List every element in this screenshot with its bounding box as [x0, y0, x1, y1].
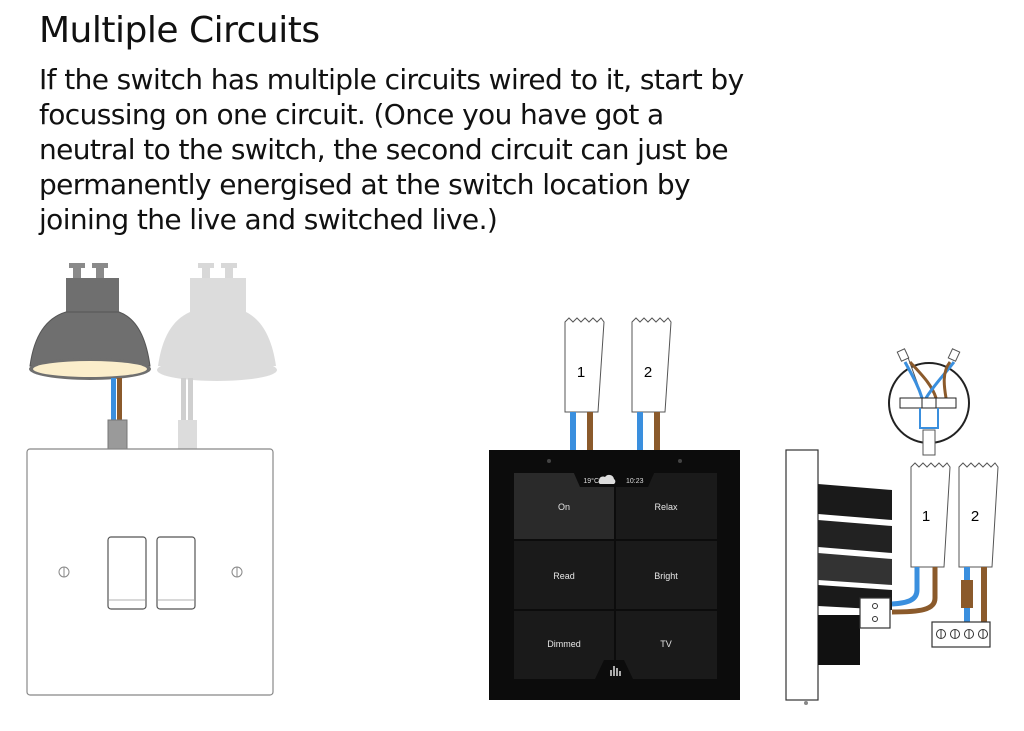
switch-side-view	[785, 449, 892, 705]
scene-button-tv[interactable]	[616, 611, 717, 679]
cable-2-label-side: 2	[971, 508, 979, 525]
bulb-unlit-icon	[157, 263, 277, 450]
body-text: If the switch has multiple circuits wire…	[39, 63, 744, 236]
cable-2-label-top: 2	[644, 364, 652, 381]
scene-label-tv: TV	[660, 639, 672, 649]
ceiling-rose-icon	[888, 348, 970, 456]
cable-2-top	[631, 317, 672, 452]
status-temperature: 19°C	[583, 477, 599, 485]
bulb-lit-icon	[29, 263, 151, 451]
page-title: Multiple Circuits	[39, 10, 320, 51]
scene-label-bright: Bright	[654, 571, 678, 581]
cable-1-top	[564, 317, 605, 452]
cable-1-side	[891, 462, 951, 615]
scene-label-on: On	[558, 502, 570, 512]
scene-button-dimmed[interactable]	[514, 611, 614, 679]
scene-button-bright[interactable]	[616, 541, 717, 609]
scene-label-dimmed: Dimmed	[547, 639, 581, 649]
smart-switch	[489, 450, 740, 700]
scene-button-read[interactable]	[514, 541, 614, 609]
scene-label-read: Read	[553, 571, 575, 581]
cable-2-side	[931, 462, 999, 648]
cable-1-label-side: 1	[922, 508, 930, 525]
scene-label-relax: Relax	[654, 502, 678, 512]
cable-1-label-top: 1	[577, 364, 585, 381]
status-time: 10:23	[626, 478, 644, 485]
conventional-switch-icon	[26, 448, 274, 696]
